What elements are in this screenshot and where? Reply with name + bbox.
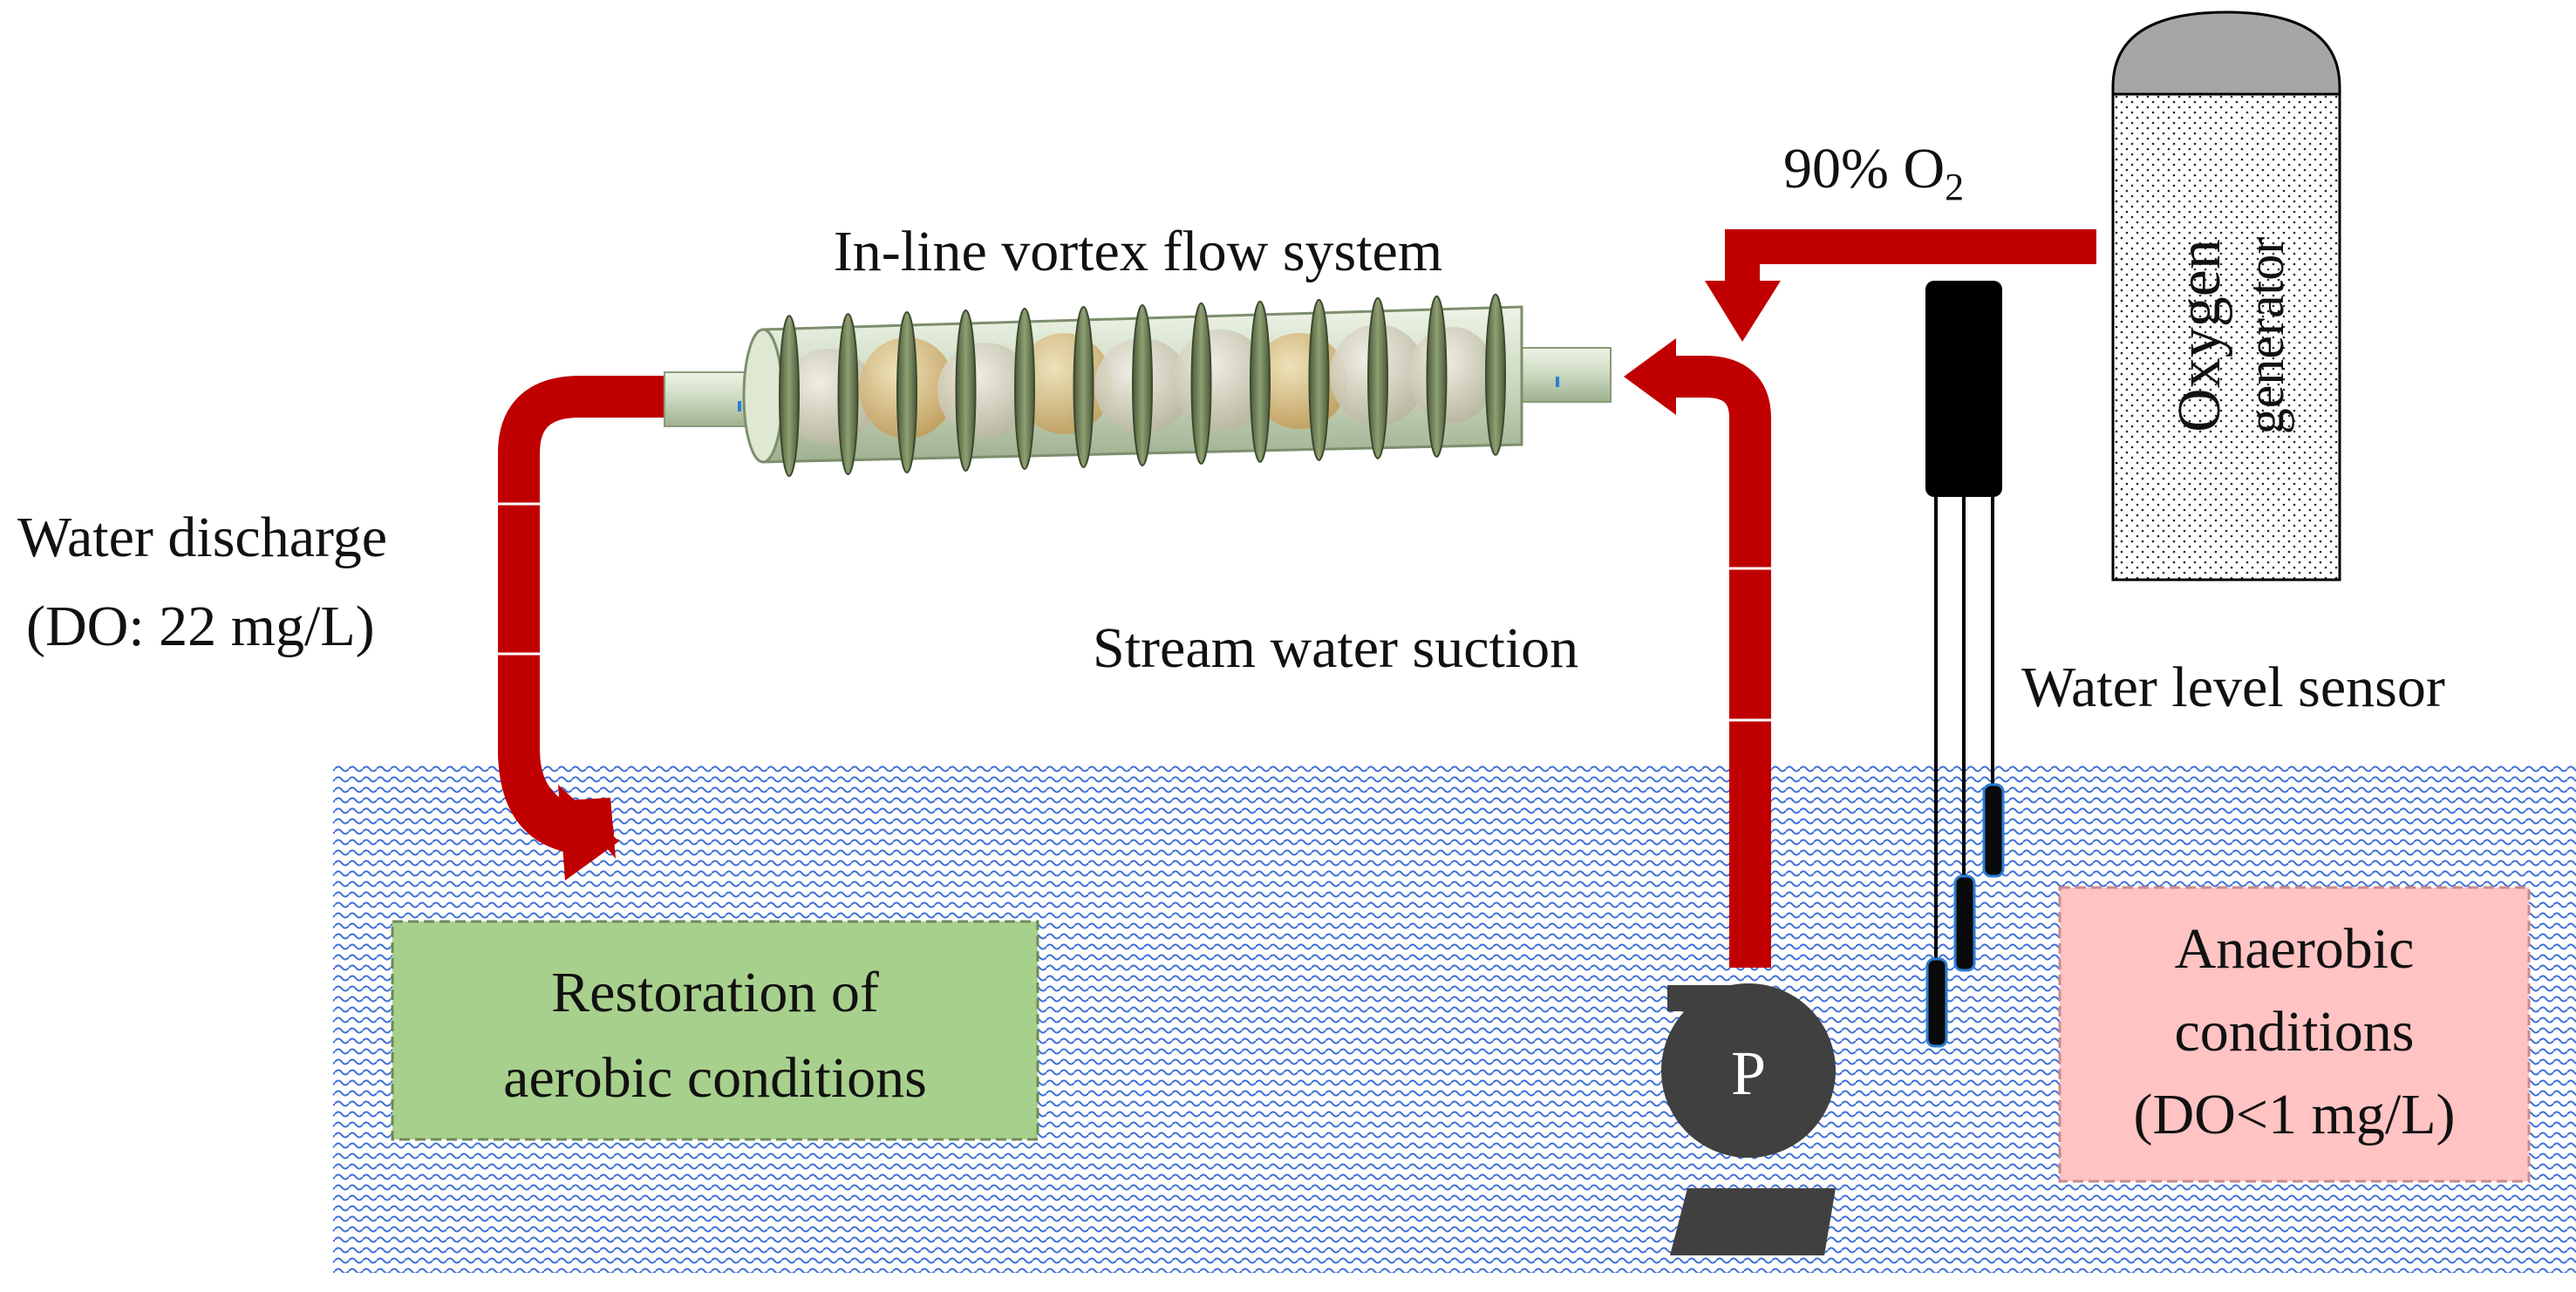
restoration-box: Restoration of aerobic conditions <box>391 920 1039 1141</box>
vortex-ring <box>1485 293 1506 456</box>
vortex-ring <box>955 309 977 473</box>
vortex-ring <box>1426 295 1448 458</box>
water-level-sensor <box>1925 281 2005 1048</box>
sensor-probe-1 <box>1925 957 1948 1048</box>
vortex-ring <box>1132 303 1153 466</box>
vortex-device <box>664 293 1612 478</box>
anaerobic-text-3: (DO<1 mg/L) <box>2134 1083 2456 1146</box>
vortex-system-label: In-line vortex flow system <box>834 220 1442 283</box>
restoration-text-2: aerobic conditions <box>503 1046 927 1110</box>
vortex-ring <box>1308 298 1330 461</box>
suction-pipe <box>1624 338 1771 968</box>
stream-suction-label: Stream water suction <box>1093 616 1578 680</box>
oxygen-subscript: 2 <box>1945 166 1964 208</box>
oxygen-percent-label: 90% O2 <box>1783 137 1964 208</box>
oxygen-arrow-head <box>1705 281 1781 342</box>
oxygen-percent-text: 90% O <box>1783 137 1945 201</box>
anaerobic-box: Anaerobic conditions (DO<1 mg/L) <box>2058 886 2531 1183</box>
vortex-ring <box>896 311 917 474</box>
anaerobic-text-2: conditions <box>2175 1000 2415 1064</box>
restoration-text-1: Restoration of <box>551 961 879 1024</box>
vortex-ring <box>1367 296 1388 459</box>
pump: P <box>1661 983 1836 1255</box>
level-sensor-label: Water level sensor <box>2021 656 2445 719</box>
vortex-ring <box>1073 305 1094 468</box>
discharge-do-label: (DO: 22 mg/L) <box>26 595 375 658</box>
vortex-ring <box>779 315 800 478</box>
oxygen-generator-text-1: Oxygen <box>2166 239 2233 432</box>
water-discharge-label: Water discharge <box>17 506 387 569</box>
sensor-probe-3 <box>1982 783 2005 878</box>
oxygen-generator: Oxygen generator <box>2111 10 2341 581</box>
anaerobic-text-1: Anaerobic <box>2175 917 2415 981</box>
vortex-ring <box>1014 308 1035 470</box>
vortex-ring <box>837 313 859 476</box>
sensor-probe-2 <box>1953 874 1976 972</box>
vortex-ring <box>1190 302 1212 465</box>
vortex-ring <box>1250 300 1271 463</box>
suction-arrow-head <box>1624 338 1676 415</box>
oxygen-pipe <box>1705 229 2096 342</box>
oxygen-generator-text-2: generator <box>2237 237 2294 435</box>
pump-label: P <box>1731 1038 1766 1108</box>
discharge-pipe <box>498 376 671 881</box>
